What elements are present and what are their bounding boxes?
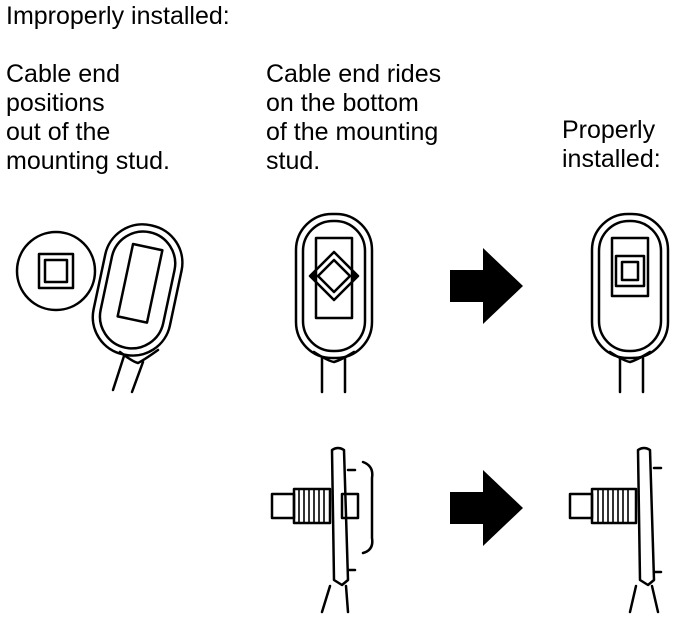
caption-properly-installed: Properly installed: <box>562 116 661 173</box>
left-rock-arrow <box>309 270 315 282</box>
stud-square-inner <box>43 258 69 284</box>
stud-threaded-body <box>292 487 332 525</box>
middle-top-cable-end-figure <box>294 212 374 394</box>
cable-end-outer <box>590 212 670 360</box>
caption-left: Cable end positions out of the mounting … <box>6 60 170 175</box>
cable-end-plate <box>330 446 350 587</box>
stud-diamond-inner <box>316 258 352 294</box>
cable-end-slot <box>314 236 354 320</box>
stud-tip <box>270 492 296 520</box>
stud-square-outer <box>614 254 646 288</box>
stud-threaded-body <box>590 487 638 525</box>
right-rock-arrow <box>353 270 359 282</box>
stud-detail-circle <box>15 230 97 312</box>
middle-bottom-side-view-figure <box>270 446 374 614</box>
left-cable-end-figure <box>15 223 184 394</box>
cable-wire <box>320 356 347 394</box>
stud-tip <box>568 492 594 520</box>
cable-wire <box>111 354 145 394</box>
cable-neck <box>118 348 160 365</box>
stud-square-inner <box>620 260 640 282</box>
right-top-cable-end-figure <box>590 212 670 394</box>
cable-end-edge <box>652 466 663 574</box>
stud-threads <box>298 488 325 524</box>
cable-end-outer <box>91 223 184 357</box>
cable-wire <box>320 584 350 614</box>
arrow-right-top <box>450 248 523 324</box>
rock-arrows <box>309 270 359 282</box>
cable-end-plate <box>636 446 656 587</box>
stud-diamond-outer <box>308 250 360 302</box>
cable-neck <box>312 350 356 364</box>
title-improperly-installed: Improperly installed: <box>6 2 230 30</box>
cable-end-inner <box>98 230 177 350</box>
cable-wire <box>628 584 660 614</box>
cable-end-slot <box>116 242 164 324</box>
cable-end-edge <box>346 468 357 572</box>
cable-end-slot <box>610 236 650 298</box>
stud-shank <box>340 492 360 520</box>
cable-wire <box>618 356 645 394</box>
stud-threads <box>597 488 629 524</box>
cable-end-inner <box>597 219 663 353</box>
cable-end-outer <box>294 212 374 360</box>
cable-end-inner <box>301 219 367 353</box>
cable-neck <box>608 350 652 364</box>
stud-square-outer <box>37 252 75 290</box>
caption-middle: Cable end rides on the bottom of the mou… <box>266 60 442 175</box>
bracket <box>361 460 374 555</box>
right-bottom-side-view-figure <box>568 446 663 614</box>
arrow-right-bottom <box>450 470 523 546</box>
